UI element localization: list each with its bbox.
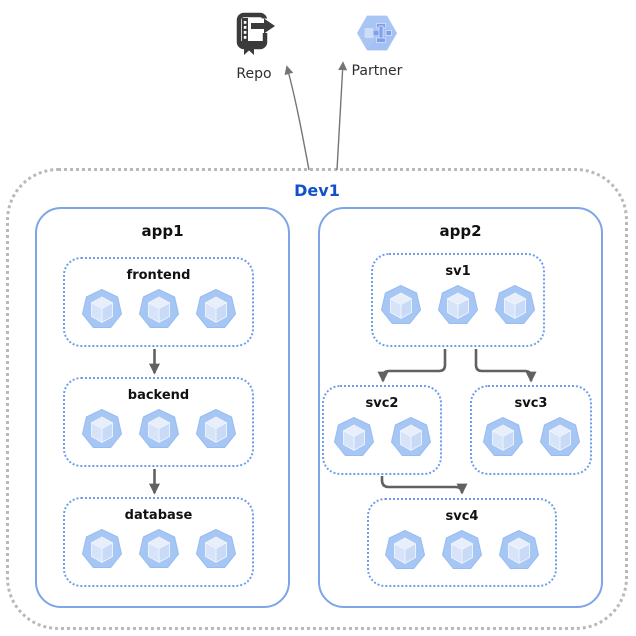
pod-group [333, 416, 432, 458]
service-sv1[interactable]: sv1 [371, 253, 545, 347]
service-backend-label: backend [127, 388, 190, 403]
service-svc3-label: svc3 [514, 396, 548, 411]
service-svc2[interactable]: svc2 [322, 385, 442, 475]
environment-dev1[interactable]: Dev1 [6, 168, 628, 630]
kubernetes-pod-icon [494, 284, 536, 326]
kubernetes-pod-icon [441, 529, 483, 571]
kubernetes-pod-icon [138, 528, 180, 570]
service-svc4-label: svc4 [445, 509, 479, 524]
pod-group [482, 416, 581, 458]
service-backend[interactable]: backend [63, 377, 254, 467]
service-svc3[interactable]: svc3 [470, 385, 592, 475]
kubernetes-pod-icon [138, 408, 180, 450]
kubernetes-pod-icon [195, 288, 237, 330]
kubernetes-pod-icon [195, 408, 237, 450]
service-database-label: database [124, 508, 193, 523]
kubernetes-pod-icon [437, 284, 479, 326]
node-partner[interactable]: Partner [348, 11, 406, 79]
partner-interconnect-icon [355, 11, 399, 59]
service-svc4[interactable]: svc4 [367, 498, 557, 587]
service-sv1-label: sv1 [445, 264, 471, 279]
environment-label: Dev1 [294, 181, 340, 200]
app1-label: app1 [141, 222, 184, 240]
kubernetes-pod-icon [482, 416, 524, 458]
kubernetes-pod-icon [81, 288, 123, 330]
kubernetes-pod-icon [195, 528, 237, 570]
service-frontend[interactable]: frontend [63, 257, 254, 347]
service-database[interactable]: database [63, 497, 254, 587]
node-repo[interactable]: Repo [226, 10, 282, 82]
app2-label: app2 [439, 222, 482, 240]
source-repository-icon [231, 10, 277, 62]
partner-label: Partner [351, 63, 403, 79]
kubernetes-pod-icon [138, 288, 180, 330]
kubernetes-pod-icon [498, 529, 540, 571]
edge-dev1-partner [336, 61, 348, 171]
service-frontend-label: frontend [126, 268, 191, 283]
repo-label: Repo [236, 66, 272, 82]
kubernetes-pod-icon [390, 416, 432, 458]
service-svc2-label: svc2 [365, 396, 399, 411]
pod-group [384, 529, 540, 571]
edge-dev1-repo [284, 65, 310, 171]
pod-group [380, 284, 536, 326]
pod-group [81, 408, 237, 450]
kubernetes-pod-icon [333, 416, 375, 458]
kubernetes-pod-icon [81, 408, 123, 450]
kubernetes-pod-icon [380, 284, 422, 326]
kubernetes-pod-icon [539, 416, 581, 458]
pod-group [81, 528, 237, 570]
pod-group [81, 288, 237, 330]
kubernetes-pod-icon [384, 529, 426, 571]
kubernetes-pod-icon [81, 528, 123, 570]
